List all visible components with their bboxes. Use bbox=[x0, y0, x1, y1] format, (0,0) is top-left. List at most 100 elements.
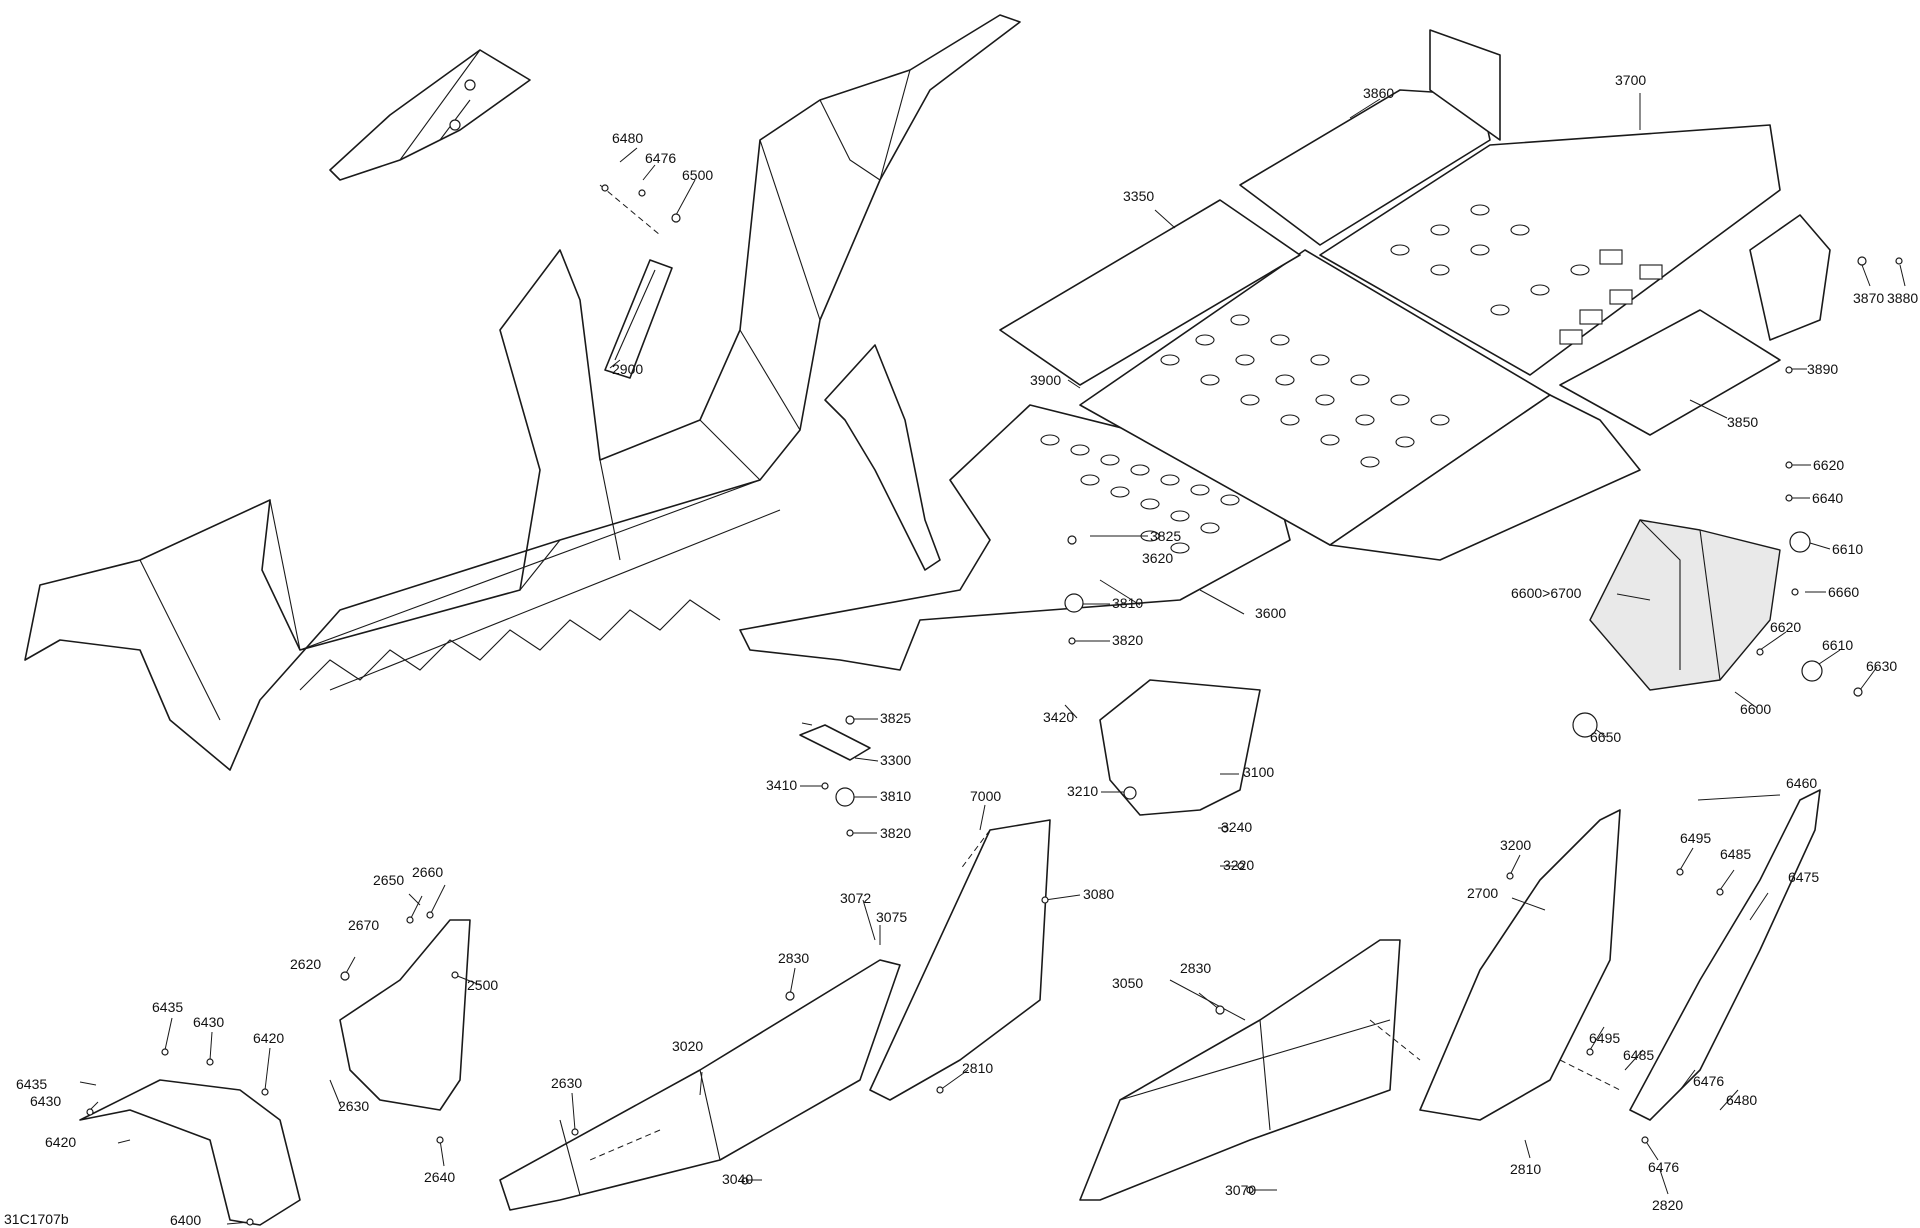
part-6600-cover bbox=[1589, 519, 1781, 691]
callout-6430a: 6430 bbox=[193, 1014, 224, 1030]
floor-pan-3890-bracket bbox=[1749, 214, 1831, 341]
callout-2640: 2640 bbox=[424, 1169, 455, 1185]
callout-6600-6700: 6600>6700 bbox=[1511, 585, 1582, 601]
callout-6620a: 6620 bbox=[1813, 457, 1844, 473]
callout-labels: 6480 6476 6500 2900 3860 3700 3350 3870 … bbox=[4, 72, 1918, 1228]
part-3020-rocker bbox=[499, 959, 901, 1211]
callout-2830a: 2830 bbox=[778, 950, 809, 966]
callout-3825a: 3825 bbox=[1150, 528, 1181, 544]
callout-3020: 3020 bbox=[672, 1038, 703, 1054]
drawing-code: 31C1707b bbox=[4, 1211, 69, 1227]
callout-3700: 3700 bbox=[1615, 72, 1646, 88]
callout-2630a: 2630 bbox=[338, 1098, 369, 1114]
callout-6460: 6460 bbox=[1786, 775, 1817, 791]
part-3070-rocker bbox=[1079, 939, 1401, 1201]
callout-6485b: 6485 bbox=[1623, 1047, 1654, 1063]
callout-2500: 2500 bbox=[467, 977, 498, 993]
callout-3810b: 3810 bbox=[880, 788, 911, 804]
callout-2830b: 2830 bbox=[1180, 960, 1211, 976]
side-body-frame bbox=[24, 14, 1021, 771]
floor-pan-3350 bbox=[999, 199, 1301, 386]
part-6460-trim bbox=[1629, 789, 1821, 1121]
callout-7000: 7000 bbox=[970, 788, 1001, 804]
callout-3420: 3420 bbox=[1043, 709, 1074, 725]
callout-3850: 3850 bbox=[1727, 414, 1758, 430]
fasteners bbox=[86, 184, 1903, 1226]
callout-3240: 3240 bbox=[1221, 819, 1252, 835]
callout-3620: 3620 bbox=[1142, 550, 1173, 566]
callout-3410: 3410 bbox=[766, 777, 797, 793]
callout-6476c: 6476 bbox=[1648, 1159, 1679, 1175]
floor-pan-3900 bbox=[1329, 394, 1641, 561]
callout-3072: 3072 bbox=[840, 890, 871, 906]
callout-3040: 3040 bbox=[722, 1171, 753, 1187]
part-3080-panel bbox=[869, 819, 1051, 1101]
leader-lines bbox=[79, 93, 1906, 1225]
callout-3070: 3070 bbox=[1225, 1182, 1256, 1198]
callout-3820b: 3820 bbox=[880, 825, 911, 841]
callout-3100: 3100 bbox=[1243, 764, 1274, 780]
callout-6435b: 6435 bbox=[16, 1076, 47, 1092]
callout-6630: 6630 bbox=[1866, 658, 1897, 674]
callout-6495a: 6495 bbox=[1680, 830, 1711, 846]
callout-3870: 3870 bbox=[1853, 290, 1884, 306]
callout-6400: 6400 bbox=[170, 1212, 201, 1228]
callout-3860: 3860 bbox=[1363, 85, 1394, 101]
callout-2670: 2670 bbox=[348, 917, 379, 933]
callout-6660: 6660 bbox=[1828, 584, 1859, 600]
floor-pan-3860-tab bbox=[1429, 29, 1501, 141]
callout-6485a: 6485 bbox=[1720, 846, 1751, 862]
callout-6620b: 6620 bbox=[1770, 619, 1801, 635]
callout-6495b: 6495 bbox=[1589, 1030, 1620, 1046]
callout-3825b: 3825 bbox=[880, 710, 911, 726]
callout-3900: 3900 bbox=[1030, 372, 1061, 388]
callout-6480b: 6480 bbox=[1726, 1092, 1757, 1108]
callout-2630b: 2630 bbox=[551, 1075, 582, 1091]
callout-3075: 3075 bbox=[876, 909, 907, 925]
callout-6500: 6500 bbox=[682, 167, 713, 183]
callout-3810a: 3810 bbox=[1112, 595, 1143, 611]
part-3300-bracket bbox=[799, 724, 871, 761]
callout-6640: 6640 bbox=[1812, 490, 1843, 506]
floor-pan-3850 bbox=[1559, 309, 1781, 436]
callout-2660: 2660 bbox=[412, 864, 443, 880]
callout-6420b: 6420 bbox=[45, 1134, 76, 1150]
callout-6600: 6600 bbox=[1740, 701, 1771, 717]
part-3100-panel bbox=[1099, 679, 1261, 816]
part-2900-panel bbox=[604, 259, 673, 379]
callout-6475: 6475 bbox=[1788, 869, 1819, 885]
part-2500-panel bbox=[339, 919, 471, 1111]
floor-pan-3700 bbox=[1319, 124, 1781, 376]
callout-3050: 3050 bbox=[1112, 975, 1143, 991]
callout-6480: 6480 bbox=[612, 130, 643, 146]
callout-6420a: 6420 bbox=[253, 1030, 284, 1046]
callout-2810a: 2810 bbox=[962, 1060, 993, 1076]
callout-3820a: 3820 bbox=[1112, 632, 1143, 648]
callout-3080: 3080 bbox=[1083, 886, 1114, 902]
part-2700-panel bbox=[1419, 809, 1621, 1121]
callout-3210: 3210 bbox=[1067, 783, 1098, 799]
callout-2620: 2620 bbox=[290, 956, 321, 972]
callout-2700: 2700 bbox=[1467, 885, 1498, 901]
callout-6435a: 6435 bbox=[152, 999, 183, 1015]
callout-2820: 2820 bbox=[1652, 1197, 1683, 1213]
upper-dash-cover bbox=[329, 49, 531, 181]
part-6400-fender bbox=[79, 1079, 301, 1226]
inner-side-panel bbox=[824, 344, 941, 571]
callout-3890: 3890 bbox=[1807, 361, 1838, 377]
callout-6476: 6476 bbox=[645, 150, 676, 166]
callout-2900: 2900 bbox=[612, 361, 643, 377]
callout-6430b: 6430 bbox=[30, 1093, 61, 1109]
callout-3600: 3600 bbox=[1255, 605, 1286, 621]
callout-6650: 6650 bbox=[1590, 729, 1621, 745]
callout-6610a: 6610 bbox=[1832, 541, 1863, 557]
callout-3200: 3200 bbox=[1500, 837, 1531, 853]
callout-3300: 3300 bbox=[880, 752, 911, 768]
callout-3880: 3880 bbox=[1887, 290, 1918, 306]
floor-pan-3600 bbox=[739, 404, 1291, 671]
callout-2810b: 2810 bbox=[1510, 1161, 1541, 1177]
callout-3220: 3220 bbox=[1223, 857, 1254, 873]
callout-6476b: 6476 bbox=[1693, 1073, 1724, 1089]
callout-3350: 3350 bbox=[1123, 188, 1154, 204]
